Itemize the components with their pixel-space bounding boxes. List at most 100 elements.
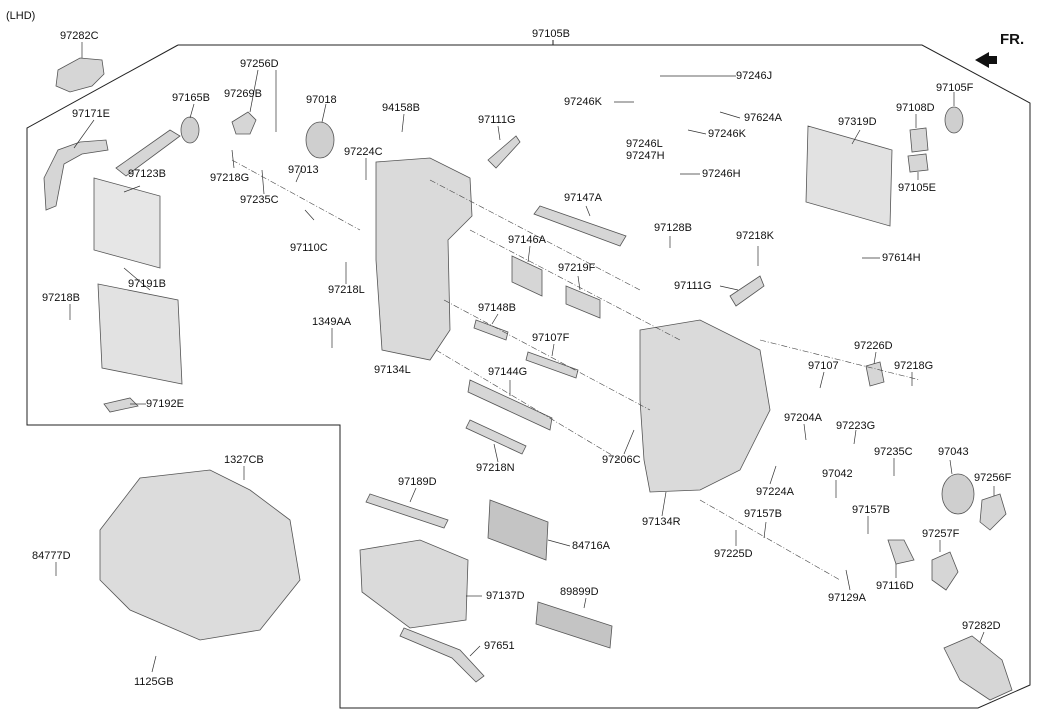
part-label-94158b: 94158B [382,102,420,114]
part-label-97191b: 97191B [128,278,166,290]
part-label-97134r: 97134R [642,516,681,528]
part-label-1327cb: 1327CB [224,454,264,466]
pad-89899d [535,601,613,649]
part-label-1125gb: 1125GB [134,676,174,688]
cover-97111g-b [729,275,765,307]
part-label-97257f: 97257F [922,528,960,540]
part-label-97624a: 97624A [744,112,782,124]
actuator-97269b [231,111,257,135]
cover-97116d [887,539,915,565]
part-label-97018: 97018 [306,94,337,106]
part-label-97043: 97043 [938,446,969,458]
part-label-97224a: 97224A [756,486,794,498]
part-label-97134l: 97134L [374,364,411,376]
seal-97165b [180,116,200,144]
part-label-97269b: 97269B [224,88,262,100]
part-label-97147a: 97147A [564,192,602,204]
part-label-97219f: 97219F [558,262,596,274]
part-label-97246j: 97246J [736,70,773,82]
door-97148b [473,319,509,341]
part-label-97218n: 97218N [476,462,515,474]
part-label-97218l: 97218L [328,284,365,296]
part-label-97144g: 97144G [488,366,528,378]
part-label-89899d: 89899D [560,586,599,598]
part-label-97157b-b: 97157B [852,504,890,516]
part-label-97235c-b: 97235C [874,446,913,458]
part-label-97105b: 97105B [532,28,570,40]
duct-97282d [943,635,1013,701]
part-label-97225d: 97225D [714,548,753,560]
part-label-97651: 97651 [484,640,515,652]
part-label-97223g: 97223G [836,420,876,432]
part-label-97128b: 97128B [654,222,692,234]
part-label-1349aa: 1349AA [312,316,352,328]
heater-core-97191b [97,283,183,385]
part-label-97105e: 97105E [898,182,936,194]
part-label-97013: 97013 [288,164,319,176]
part-label-97206c: 97206C [602,454,641,466]
strip-97147a [533,205,627,247]
part-label-97246h: 97246H [702,168,741,180]
part-label-97110c: 97110C [290,242,328,254]
case-97134r [639,319,771,493]
pad-84716a [487,499,549,561]
part-label-97157b-a: 97157B [744,508,782,520]
part-label-84777d: 84777D [32,550,71,562]
door-97146a [511,255,543,297]
part-label-97235c-a: 97235C [240,194,279,206]
evaporator-97123b [93,177,161,269]
part-label-97137d: 97137D [486,590,525,602]
assembly-boundary [26,44,1031,709]
hose-97651 [399,627,485,683]
actuator-97018 [305,121,335,159]
case-97137d [359,539,469,629]
part-label-97218k: 97218K [736,230,774,242]
part-label-97189d: 97189D [398,476,437,488]
part-label-97116d: 97116D [876,580,914,592]
part-label-97282d: 97282D [962,620,1001,632]
front-arrow-icon [975,52,997,68]
front-direction-label: FR. [1000,31,1025,48]
part-label-97146a: 97146A [508,234,546,246]
part-label-97246k-a: 97246K [564,96,602,108]
part-label-97105f: 97105F [936,82,974,94]
part-label-97282c: 97282C [60,30,99,42]
pipe-97105e [907,153,929,173]
part-label-97218g-b: 97218G [894,360,934,372]
core-97319d [805,125,893,227]
door-97144g [467,379,553,431]
variant-label: (LHD) [6,10,36,22]
part-label-97171e: 97171E [72,108,110,120]
part-label-97165b: 97165B [172,92,210,104]
case-97134l [375,157,473,361]
part-label-97224c: 97224C [344,146,383,158]
pipe-97171e [43,139,109,211]
part-label-84716a: 84716A [572,540,610,552]
motor-97256f [979,493,1007,531]
part-label-97614h: 97614H [882,252,921,264]
duct-97282c [55,57,105,93]
motor-97257f [931,551,959,591]
door-97107f [525,351,579,379]
bracket-97192e [103,397,139,413]
part-label-97319d: 97319D [838,116,877,128]
part-label-97111g-b: 97111G [674,280,712,292]
door-97218n [465,419,527,455]
actuator-97226d [865,361,885,387]
part-label-97107: 97107 [808,360,839,372]
cover-97111g [487,135,521,169]
seal-97105f [944,106,964,134]
part-label-97246l: 97246L [626,138,663,150]
pipe-97108d [909,127,929,153]
part-label-97042: 97042 [822,468,853,480]
part-label-97108d: 97108D [896,102,935,114]
part-label-97256d: 97256D [240,58,279,70]
part-label-97218g-a: 97218G [210,172,250,184]
part-label-97247h: 97247H [626,150,665,162]
part-label-97107f: 97107F [532,332,570,344]
part-label-97192e: 97192E [146,398,184,410]
part-label-97226d: 97226D [854,340,893,352]
door-97219f [565,285,601,319]
